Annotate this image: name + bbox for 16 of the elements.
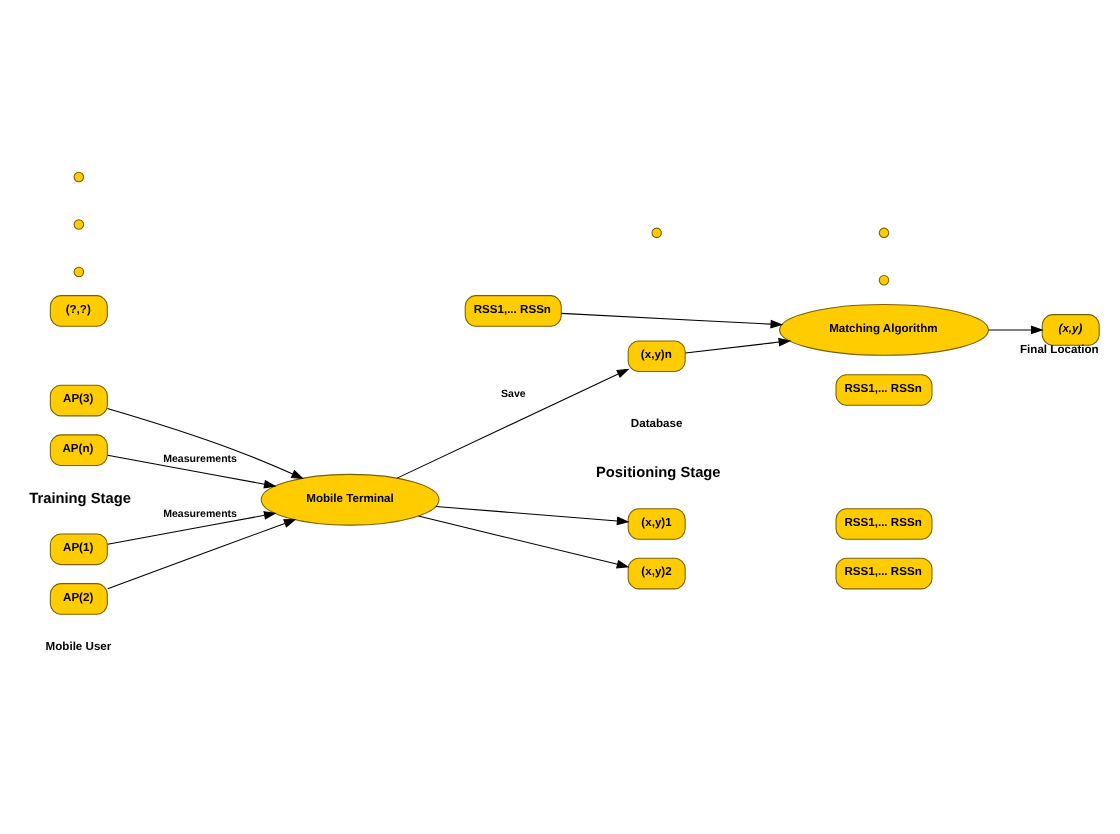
arrow	[107, 510, 277, 544]
node-circle	[73, 218, 85, 229]
arrow	[396, 367, 630, 478]
node-circle	[878, 226, 890, 238]
arrow	[107, 453, 277, 488]
node-circle	[73, 265, 85, 277]
arrow	[107, 518, 297, 589]
arrow	[417, 514, 630, 568]
node-circle	[651, 226, 662, 238]
node-circle	[73, 170, 85, 182]
arrow	[684, 336, 792, 353]
arrow	[106, 406, 305, 478]
arrow	[435, 505, 630, 525]
arrow	[560, 311, 784, 328]
arrow	[988, 324, 1044, 334]
node-circle	[878, 274, 890, 285]
